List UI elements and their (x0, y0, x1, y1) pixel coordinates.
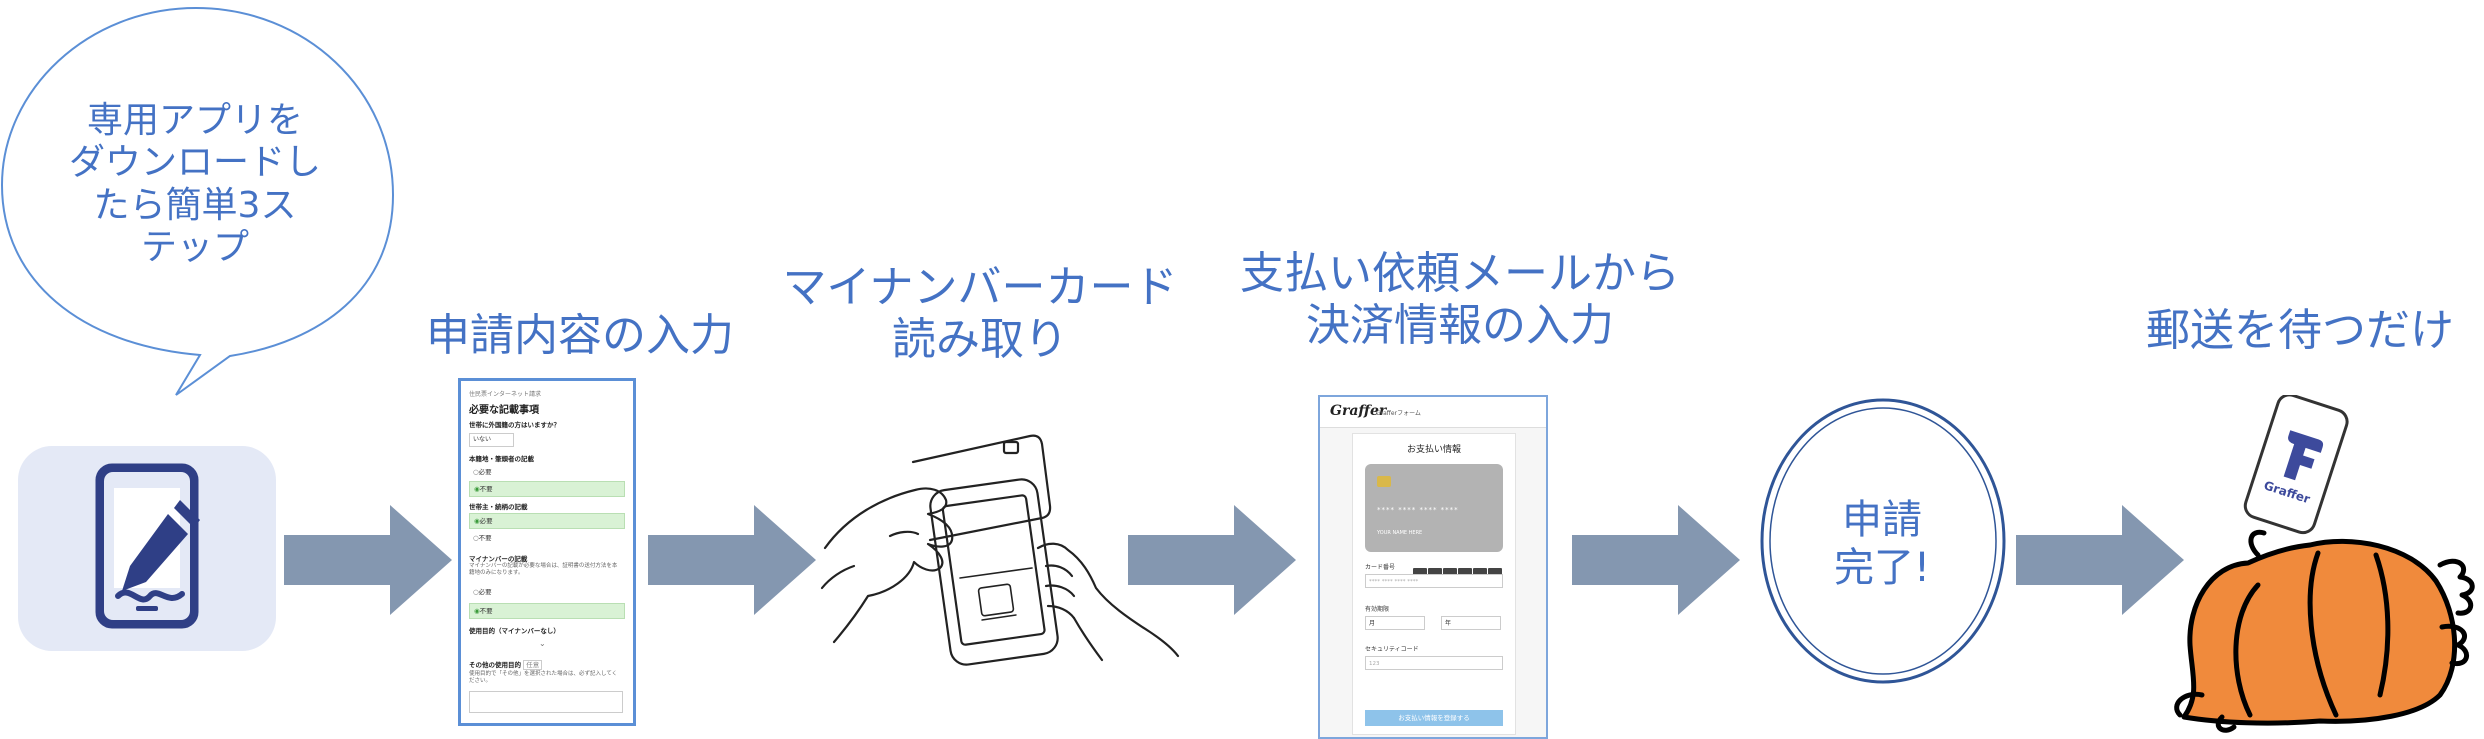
payment-header: Graffer Grafferフォーム (1320, 397, 1546, 428)
smartphone (929, 478, 1059, 666)
arrow-3 (1128, 505, 1296, 615)
payment-title: お支払い情報 (1406, 445, 1461, 455)
bubble-text: 専用アプリを ダウンロードし たら簡単3ス テップ (68, 100, 321, 269)
arrow-4 (1572, 505, 1740, 615)
form-q6-note: 使用目的で「その他」を選択された場合は、必ず記入してください。 (469, 671, 618, 685)
form-q1: 世帯に外国籍の方はいますか？ (469, 421, 560, 429)
form-q4-opt2[interactable]: 不要 (469, 603, 625, 619)
security-code-label: セキュリティコード (1365, 646, 1419, 653)
payment-form-label: Grafferフォーム (1376, 410, 1421, 417)
arrow-5 (2016, 505, 2184, 615)
mynumber-card (911, 434, 1052, 542)
step-label-mynumber: マイナンバーカード 読み取り (782, 262, 1178, 365)
phone-pen-icon (95, 463, 200, 629)
form-header: 住民票インターネット請求 (469, 391, 542, 398)
card-name-display: YOUR NAME HERE (1377, 530, 1423, 536)
step-label-payment: 支払い依頼メールから 決済情報の入力 (1240, 248, 1680, 351)
credit-card-image: **** **** **** **** YOUR NAME HERE (1365, 464, 1503, 552)
form-q2: 本籍地・筆頭者の記載 (469, 455, 534, 463)
form-q6: その他の使用目的 任意 (469, 659, 543, 670)
form-q3: 世帯主・続柄の記載 (469, 503, 528, 511)
form-q3-opt2[interactable]: 不要 (469, 531, 623, 545)
form-q4-note: マイナンバーの記載が必要な場合は、証明書の送付方法を本籍地のみになります。 (469, 563, 618, 577)
form-q5: 使用目的（マイナンバーなし） (469, 627, 560, 635)
form-title: 必要な記載事項 (469, 405, 539, 416)
mynumber-card-reading-illustration (820, 434, 1180, 666)
expiry-year-select[interactable]: 年 (1441, 616, 1501, 630)
security-code-input[interactable]: 123 (1365, 656, 1503, 670)
left-hand (823, 487, 954, 644)
expiry-month-select[interactable]: 月 (1365, 616, 1425, 630)
form-q2-opt1[interactable]: 必要 (469, 465, 623, 479)
form-q1-select[interactable]: いない (469, 433, 514, 447)
form-q4-opt1[interactable]: 必要 (469, 585, 623, 599)
right-hand (1036, 542, 1180, 658)
card-number-input[interactable]: **** **** **** **** (1365, 574, 1503, 588)
arrow-1 (284, 505, 452, 615)
form-q2-opt2[interactable]: 不要 (469, 481, 625, 497)
completion-text: 申請 完了! (1833, 497, 1931, 591)
application-form-screenshot: 住民票インターネット請求 必要な記載事項 世帯に外国籍の方はいますか？ いない … (458, 378, 636, 726)
arrow-2 (648, 505, 816, 615)
phone-with-graffer-logo: Graffer (2243, 395, 2349, 535)
card-number-label: カード番号 (1365, 564, 1396, 571)
submit-payment-button[interactable]: お支払い情報を登録する (1365, 710, 1503, 726)
form-q3-opt1[interactable]: 必要 (469, 513, 625, 529)
completion-circle (1760, 398, 2006, 684)
form-q6-tag: 任意 (523, 660, 543, 670)
form-q6-textarea[interactable] (469, 691, 623, 713)
card-brand-icons (1413, 561, 1505, 576)
form-q4: マイナンバーの記載 (469, 555, 528, 563)
speech-bubble (0, 6, 395, 396)
card-number-display: **** **** **** **** (1377, 506, 1459, 514)
app-icon (18, 446, 276, 651)
graffer-logo: Graffer (1330, 403, 1387, 419)
expiry-label: 有効期限 (1365, 606, 1390, 613)
form-q6-label: その他の使用目的 (469, 661, 521, 669)
step-label-wait: 郵送を待つだけ (2146, 305, 2454, 356)
card-chip-icon (1377, 476, 1391, 487)
mascot-illustration: Graffer (2174, 395, 2475, 733)
payment-panel: お支払い情報 **** **** **** **** YOUR NAME HER… (1352, 433, 1516, 735)
step-label-input: 申請内容の入力 (426, 310, 734, 361)
chevron-down-icon[interactable]: ⌄ (539, 639, 546, 648)
payment-form-screenshot: Graffer Grafferフォーム お支払い情報 **** **** ***… (1318, 395, 1548, 739)
